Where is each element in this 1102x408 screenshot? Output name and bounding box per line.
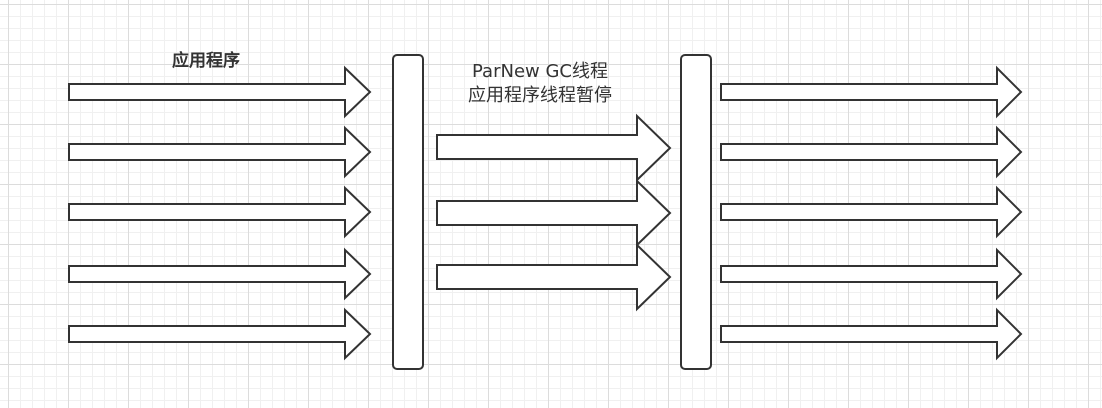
app-thread-arrow: [720, 307, 1023, 361]
safepoint-bar-start: [392, 54, 424, 370]
app-thread-arrow: [720, 247, 1023, 301]
gc-thread-arrow: [436, 113, 672, 183]
app-thread-arrow: [68, 185, 372, 239]
gc-thread-arrow: [436, 178, 672, 248]
app-thread-arrow: [68, 247, 372, 301]
app-paused-label: 应用程序线程暂停: [468, 85, 612, 106]
app-thread-arrow: [68, 65, 372, 119]
app-thread-arrow: [720, 185, 1023, 239]
app-program-label: 应用程序: [172, 51, 240, 71]
app-thread-arrow: [68, 125, 372, 179]
left-app-thread-arrows: [68, 65, 372, 361]
gc-thread-arrows: [436, 113, 672, 312]
gc-caption: ParNew GC线程 应用程序线程暂停: [440, 60, 640, 108]
safepoint-bar-end: [680, 54, 712, 370]
right-app-thread-arrows: [720, 65, 1023, 361]
app-thread-arrow: [720, 125, 1023, 179]
app-thread-arrow: [68, 307, 372, 361]
gc-thread-label: ParNew GC线程: [472, 61, 608, 82]
gc-thread-arrow: [436, 242, 672, 312]
app-thread-arrow: [720, 65, 1023, 119]
